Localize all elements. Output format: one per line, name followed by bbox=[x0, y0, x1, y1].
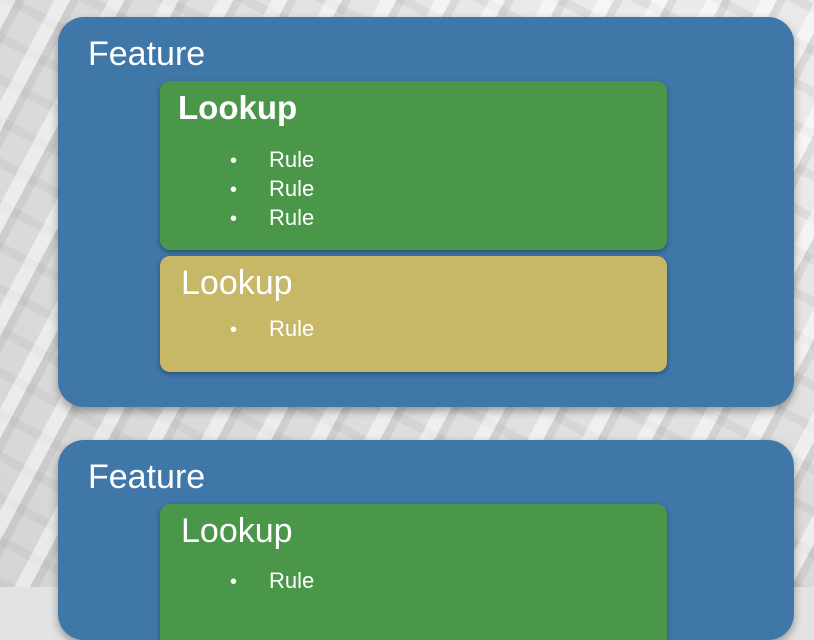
bullet-icon: • bbox=[230, 319, 238, 341]
rule-item: • Rule bbox=[230, 314, 314, 343]
lookup-title: Lookup bbox=[178, 89, 298, 126]
rule-item: • Rule bbox=[230, 203, 314, 232]
bullet-icon: • bbox=[230, 571, 238, 593]
feature-title: Feature bbox=[88, 35, 206, 73]
rule-label: Rule bbox=[269, 316, 315, 341]
lookup-box-1: Lookup • Rule • Rule • Rule bbox=[160, 81, 667, 250]
rule-label: Rule bbox=[269, 147, 315, 172]
rule-label: Rule bbox=[269, 205, 315, 230]
feature-box-2: Feature Lookup • Rule bbox=[58, 440, 794, 640]
bullet-icon: • bbox=[230, 208, 238, 230]
lookup-title: Lookup bbox=[181, 264, 293, 302]
rule-item: • Rule bbox=[230, 174, 314, 203]
feature-title: Feature bbox=[88, 458, 206, 496]
rule-list: • Rule bbox=[230, 314, 314, 343]
lookup-title: Lookup bbox=[181, 512, 293, 550]
feature-box-1: Feature Lookup • Rule • Rule • Rule Lookup … bbox=[58, 17, 794, 407]
rule-list: • Rule • Rule • Rule bbox=[230, 145, 314, 232]
rule-item: • Rule bbox=[230, 566, 314, 595]
lookup-box-3: Lookup • Rule bbox=[160, 504, 667, 640]
rule-label: Rule bbox=[269, 176, 315, 201]
bullet-icon: • bbox=[230, 179, 238, 201]
rule-label: Rule bbox=[269, 568, 315, 593]
lookup-box-2: Lookup • Rule bbox=[160, 256, 667, 372]
bullet-icon: • bbox=[230, 150, 238, 172]
rule-list: • Rule bbox=[230, 566, 314, 595]
rule-item: • Rule bbox=[230, 145, 314, 174]
